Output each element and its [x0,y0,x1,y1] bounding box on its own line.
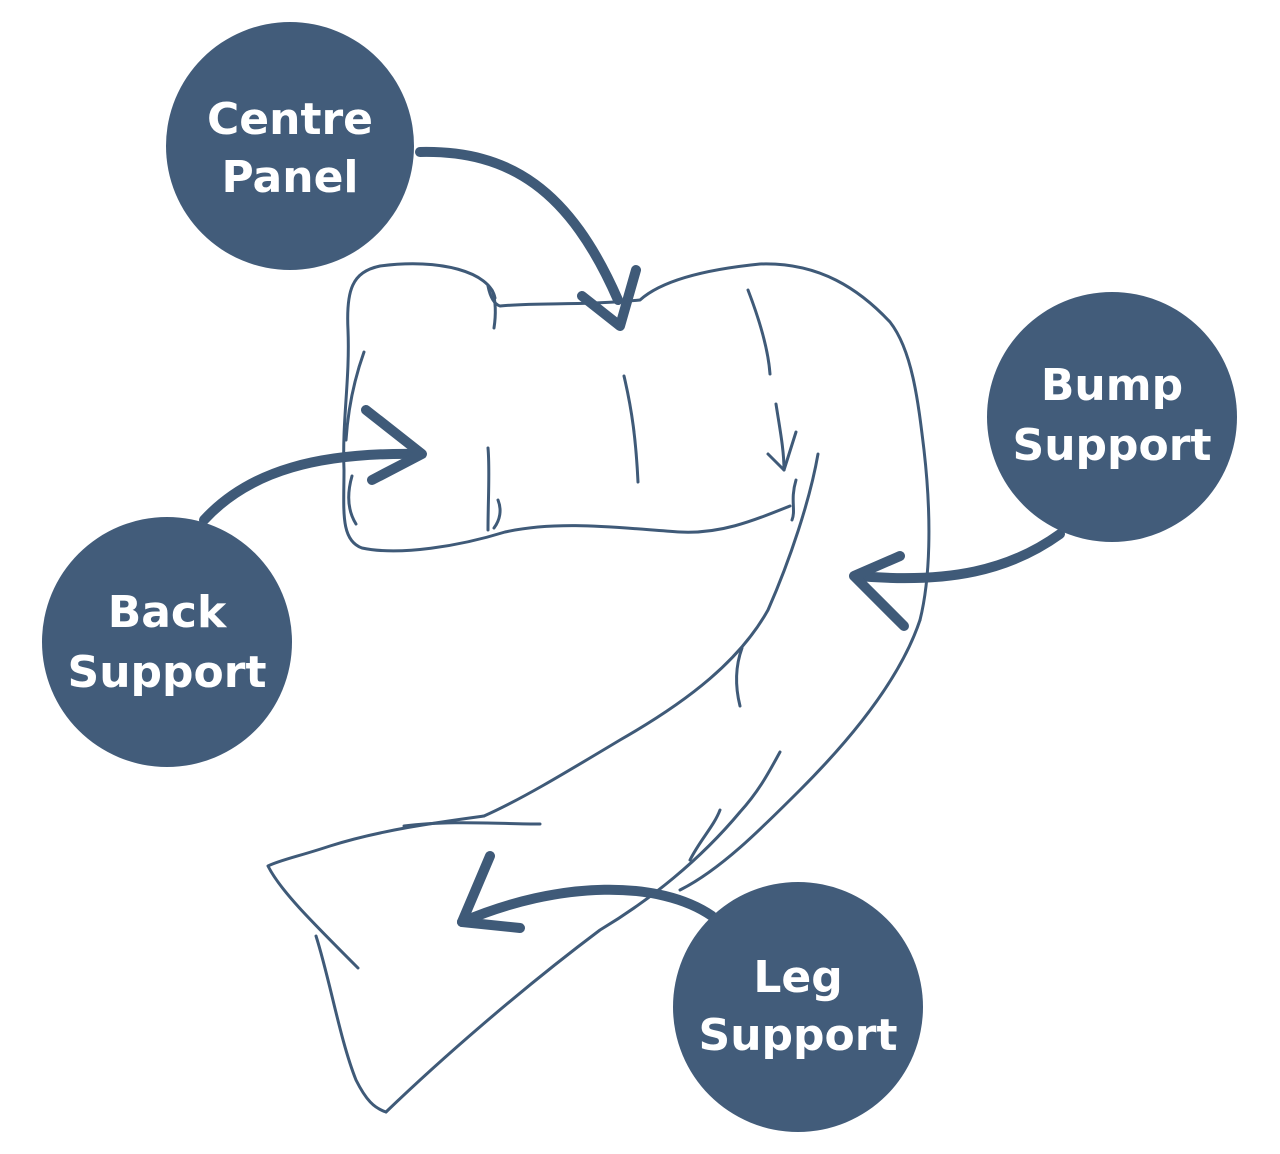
crease-1 [622,374,640,484]
centre-panel-circle [166,22,414,270]
leg-support-circle [673,882,923,1132]
leg-support-inner-line [402,821,542,828]
leg-support-arrow [457,884,717,927]
bump-support-callout: Bump Support [987,292,1237,542]
bump-support-circle [987,292,1237,542]
crease-2 [746,288,772,376]
leg-support-label-line1: Leg [753,952,842,1003]
back-support-label-line1: Back [108,587,228,638]
centre-panel-top-edge [486,262,931,622]
leg-support-tail-right [384,750,782,1114]
back-support-arrow [199,448,425,525]
back-support-callout: Back Support [42,517,292,767]
back-right-notch [492,498,502,530]
tube-side-crease [735,646,744,708]
crease-3-hook [766,430,798,472]
centre-panel-label-line2: Panel [221,152,358,203]
top-dent [490,288,497,330]
centre-panel-callout: Centre Panel [166,22,414,270]
centre-panel-label-line1: Centre [207,94,373,145]
back-bottom-crease [347,474,358,526]
tube-inner-edge [482,452,820,818]
centre-panel-arrow [415,146,623,305]
leg-support-label-line2: Support [699,1010,898,1061]
crease-3 [774,402,786,472]
leg-support-arrowhead [457,851,525,933]
centre-panel-arrowhead [577,265,641,331]
tube-outer-edge [678,618,922,892]
leg-support-tail-left [314,934,388,1114]
pillow-sketch [266,262,931,1114]
leg-support-callout: Leg Support [673,882,923,1132]
bump-support-label-line1: Bump [1041,360,1183,411]
leg-support-top [266,814,486,970]
callout-arrows [199,146,1065,933]
bump-support-arrow [853,529,1065,584]
bump-support-arrowhead [849,551,909,631]
tube-fold [790,478,798,522]
back-support-outline [342,262,792,553]
back-support-arrowhead [361,405,427,485]
back-support-circle [42,517,292,767]
back-left-crease [344,350,366,442]
back-support-label-line2: Support [68,647,267,698]
leg-support-crease [688,808,722,862]
back-right-crease [486,446,491,532]
bump-support-label-line2: Support [1013,420,1212,471]
